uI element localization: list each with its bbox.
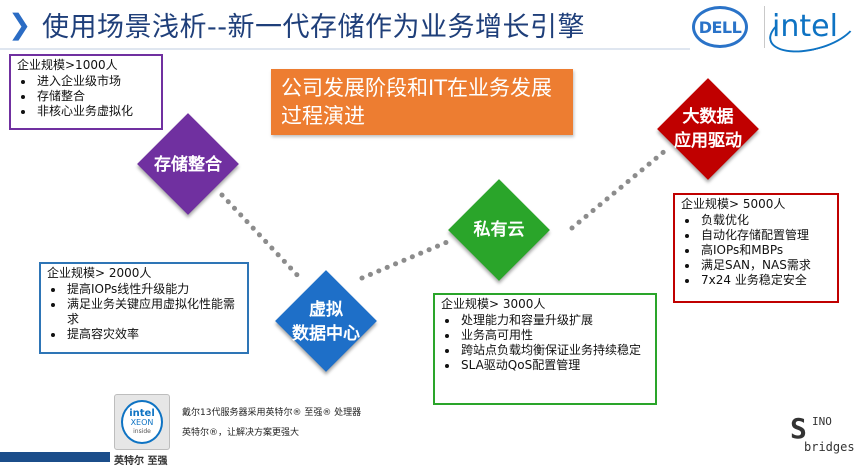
list-item: 业务高可用性: [459, 328, 649, 343]
dell-logo: DELL: [692, 6, 748, 48]
intel-xeon-badge: intel XEON inside: [114, 394, 170, 450]
page-title-row: ❯ 使用场景浅析--新一代存储作为业务增长引擎: [8, 4, 585, 44]
footnote-line-1: 戴尔13代服务器采用英特尔® 至强® 处理器: [182, 408, 362, 418]
box-list: 提高IOPs线性升级能力 满足业务关键应用虚拟化性能需求 提高容灾效率: [47, 282, 241, 342]
box-list: 负载优化 自动化存储配置管理 高IOPs和MBPs 满足SAN，NAS需求 7x…: [681, 213, 831, 288]
list-item: 存储整合: [35, 89, 155, 104]
list-item: 满足业务关键应用虚拟化性能需求: [65, 297, 241, 327]
box-heading: 企业规模>1000人: [17, 58, 118, 72]
info-box-1000: 企业规模>1000人 进入企业级市场 存储整合 非核心业务虚拟化: [9, 54, 163, 130]
stage-label-line: 应用驱动: [674, 131, 742, 151]
stage-label-line: 数据中心: [292, 324, 360, 344]
logo-bottom-text: bridges: [804, 440, 855, 454]
list-item: 非核心业务虚拟化: [35, 104, 155, 119]
footnote-line-2: 英特尔®，让解决方案更强大: [182, 428, 300, 438]
list-item: 提高IOPs线性升级能力: [65, 282, 241, 297]
box-heading: 企业规模> 5000人: [681, 197, 786, 211]
stage-label-storage: 存储整合: [138, 143, 238, 187]
list-item: SLA驱动QoS配置管理: [459, 358, 649, 373]
stage-label-line: 大数据: [682, 107, 734, 127]
list-item: 跨站点负载均衡保证业务持续稳定: [459, 343, 649, 358]
info-box-5000: 企业规模> 5000人 负载优化 自动化存储配置管理 高IOPs和MBPs 满足…: [673, 193, 839, 303]
list-item: 自动化存储配置管理: [699, 228, 831, 243]
intel-logo: intel: [764, 0, 857, 61]
box-heading: 企业规模> 3000人: [441, 297, 546, 311]
logo-top-text: INO: [812, 415, 832, 428]
path-segment-1: [219, 192, 303, 281]
sinobridges-logo: S INO bridges: [790, 412, 855, 458]
stage-label-line: 虚拟: [309, 300, 343, 320]
list-item: 7x24 业务稳定安全: [699, 273, 831, 288]
list-item: 处理能力和容量升级扩展: [459, 313, 649, 328]
title-divider: [0, 48, 690, 50]
footer-cut-text: 英特尔 至强: [114, 456, 168, 467]
stage-label-line: 存储整合: [154, 155, 222, 175]
info-box-2000: 企业规模> 2000人 提高IOPs线性升级能力 满足业务关键应用虚拟化性能需求…: [39, 262, 249, 354]
stage-label-virtual-dc: 虚拟 数据中心: [276, 297, 376, 347]
path-segment-3: [569, 147, 669, 231]
stage-banner: 公司发展阶段和IT在业务发展过程演进: [271, 69, 573, 135]
list-item: 进入企业级市场: [35, 74, 155, 89]
stage-label-private-cloud: 私有云: [449, 208, 549, 252]
chevron-right-icon: ❯: [8, 7, 32, 41]
box-list: 进入企业级市场 存储整合 非核心业务虚拟化: [17, 74, 155, 119]
intel-logo-text: intel: [772, 8, 838, 44]
badge-product: XEON: [130, 417, 154, 427]
stage-label-line: 私有云: [473, 220, 525, 240]
box-list: 处理能力和容量升级扩展 业务高可用性 跨站点负载均衡保证业务持续稳定 SLA驱动…: [441, 313, 649, 373]
logo-mark: S: [790, 412, 807, 445]
intel-xeon-badge-inner: intel XEON inside: [121, 400, 163, 444]
list-item: 负载优化: [699, 213, 831, 228]
footer-bar: [0, 452, 110, 462]
box-heading: 企业规模> 2000人: [47, 266, 152, 280]
badge-tag: inside: [133, 427, 151, 435]
list-item: 提高容灾效率: [65, 327, 241, 342]
path-segment-2: [359, 237, 455, 281]
stage-label-big-data: 大数据 应用驱动: [658, 104, 758, 154]
info-box-3000: 企业规模> 3000人 处理能力和容量升级扩展 业务高可用性 跨站点负载均衡保证…: [433, 293, 657, 405]
badge-brand: intel: [129, 407, 155, 419]
page-title: 使用场景浅析--新一代存储作为业务增长引擎: [41, 11, 585, 43]
list-item: 高IOPs和MBPs: [699, 243, 831, 258]
logo-divider: [764, 6, 765, 48]
list-item: 满足SAN，NAS需求: [699, 258, 831, 273]
